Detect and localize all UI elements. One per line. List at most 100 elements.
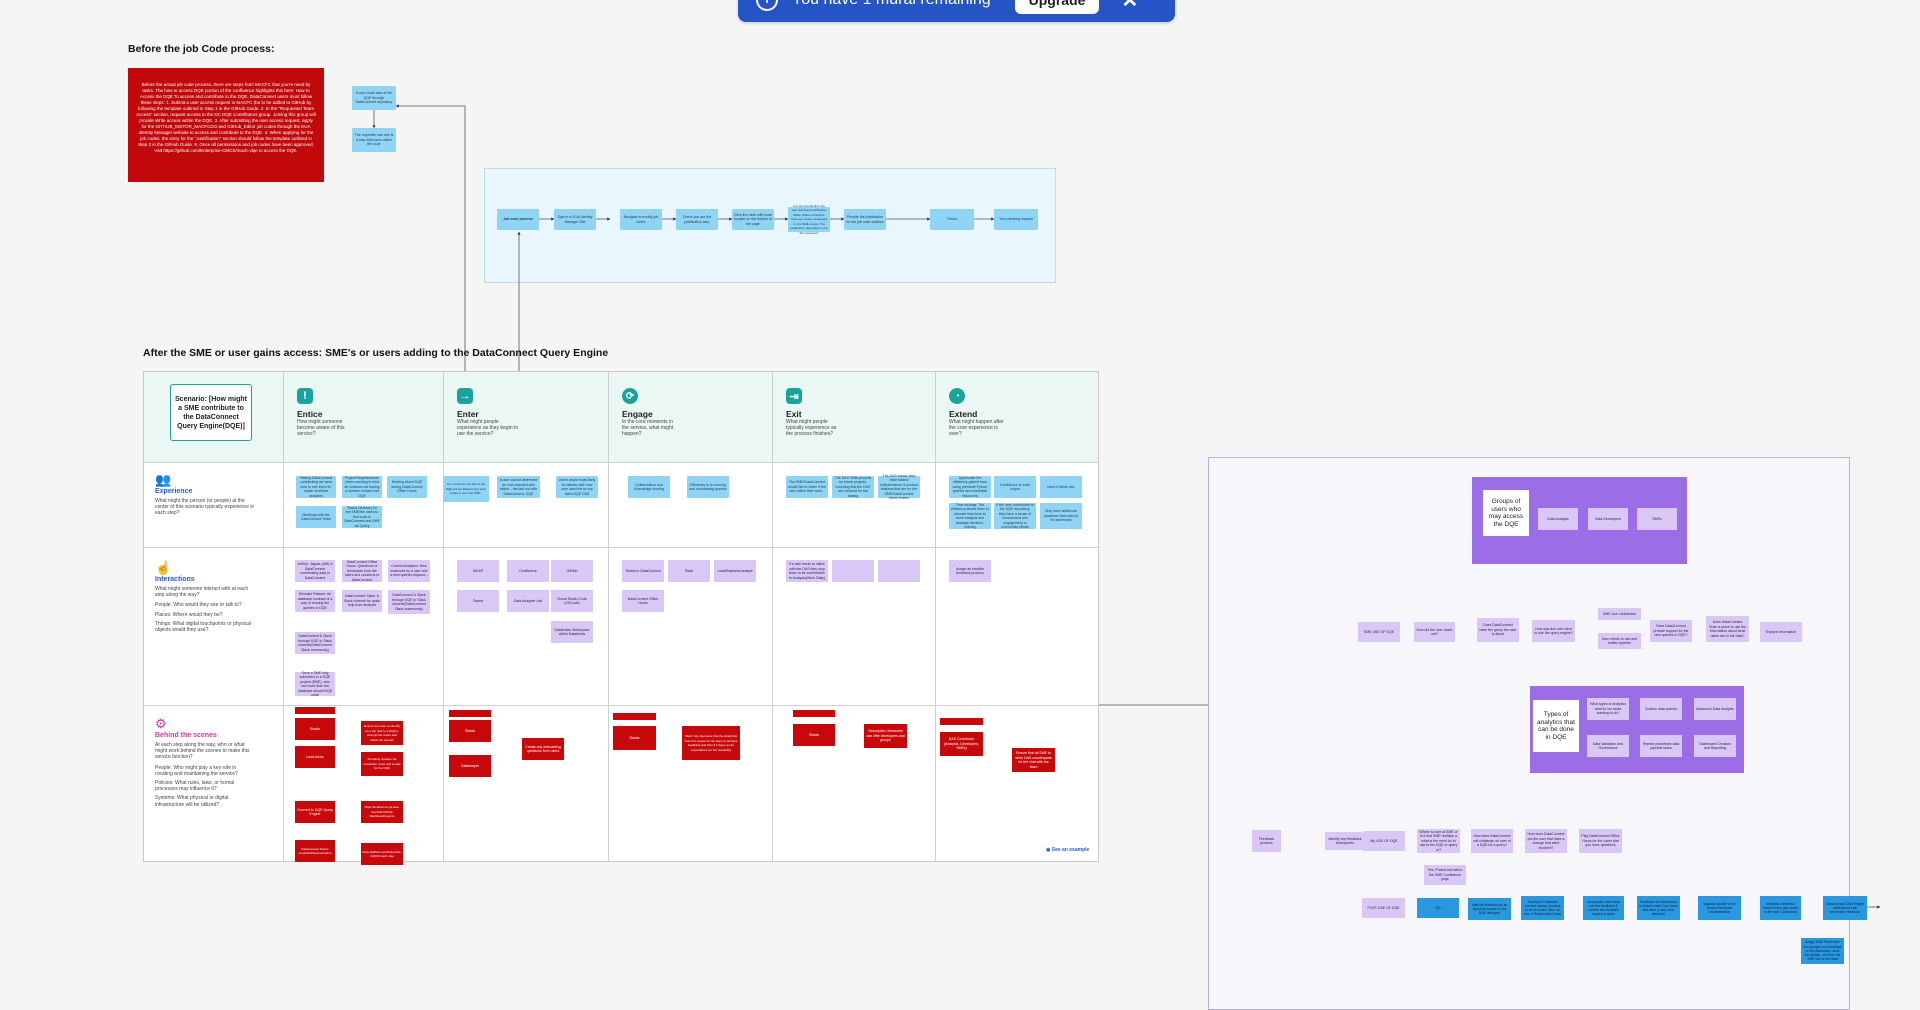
interaction-card[interactable]: Teams in DataConnect	[622, 560, 664, 582]
flow-navigate[interactable]: Navigate to modify job codes	[620, 209, 662, 230]
behind-header-card[interactable]	[613, 713, 656, 720]
behind-card[interactable]: Connect to DQE Query Engine	[295, 801, 335, 823]
behind-card[interactable]: Slacks	[295, 718, 335, 740]
interaction-card[interactable]: DataConnect & Slack through DQE to Slack…	[388, 590, 430, 614]
interaction-card[interactable]: DataConnect Slack: A Slack channel for q…	[342, 590, 382, 612]
flow-top-card[interactable]: Does DataConnect Team a place to use the…	[1706, 616, 1749, 642]
interaction-card[interactable]: Confluence	[507, 560, 549, 582]
flow-finish[interactable]: Finish	[930, 209, 974, 230]
interaction-card[interactable]: Teams	[457, 590, 499, 612]
experience-card[interactable]: If the user contributed to the DQE repos…	[994, 503, 1036, 529]
experience-card[interactable]: Collaboration and Knowledge sharing	[628, 476, 670, 498]
experience-card[interactable]: A user cannot determine an over-reached …	[497, 476, 540, 498]
behind-header-card[interactable]	[940, 718, 983, 725]
interaction-card[interactable]: Once a SME fully submitted to a DQE proj…	[295, 671, 335, 697]
experience-card[interactable]: Meetings with the DataConnect Team	[296, 506, 336, 528]
interaction-card[interactable]: Current Analyses: New instances by a use…	[388, 560, 430, 582]
flow-bottom-card[interactable]: Feedback and assistance to DataConnect h…	[1637, 896, 1680, 920]
interaction-card[interactable]: Databricks Workspace within Databricks	[551, 621, 593, 643]
group-item[interactable]: Data Developers	[1588, 508, 1628, 530]
group-item[interactable]: Data Analysts	[1538, 508, 1578, 530]
flow-bottom-card[interactable]: GD	[1417, 898, 1459, 918]
analytics-types-title[interactable]: Types of analytics that can be done in D…	[1533, 700, 1579, 752]
flow-mid-card[interactable]: Identify any feedback touchpoints	[1325, 832, 1365, 850]
behind-card[interactable]: DAS Contributor (Analysts, Developers, S…	[940, 732, 983, 756]
analytics-item[interactable]: Data Validation and Governance	[1587, 735, 1629, 757]
requester-card[interactable]: The requester can see is a step that use…	[352, 128, 396, 152]
flow-mid-card[interactable]: How does DataConnect will challenge an u…	[1471, 829, 1513, 853]
analytics-item[interactable]: Advanced Data Analysis	[1694, 698, 1736, 720]
experience-card[interactable]: Hearing about DQE during DataConnect Off…	[387, 476, 427, 498]
flow-bottom-card[interactable]: Incorporate users that use the feedback …	[1583, 896, 1624, 920]
behind-card[interactable]: Ensure that all SME to other DAS counter…	[1012, 748, 1055, 772]
experience-card[interactable]: Visiting DataConnect contributing we wer…	[296, 476, 336, 498]
user-start-card[interactable]: A user must start at the DQE through Dat…	[352, 86, 396, 110]
behind-card[interactable]: https://github.com/Enterprise-CMCS/macfc…	[361, 843, 403, 865]
see-example-link[interactable]: ◉ See an example	[1046, 847, 1089, 853]
flow-top-card[interactable]: How was the user went to use the query e…	[1532, 620, 1575, 642]
flow-top-card[interactable]: Does DataConnect provide support for the…	[1650, 620, 1692, 642]
interaction-card[interactable]	[832, 560, 874, 582]
behind-card[interactable]: Description: Measures can offer develope…	[864, 724, 907, 748]
behind-header-card[interactable]	[449, 710, 491, 717]
interaction-card[interactable]: GitHub	[551, 560, 593, 582]
interaction-card[interactable]: Visual Studio Code (VSCode)	[551, 590, 593, 612]
experience-card[interactable]: May have additional questions that need …	[1040, 503, 1082, 529]
interaction-card[interactable]: Data Analyzer Lab	[507, 590, 549, 612]
flow-top-card[interactable]: How did the user reach out?	[1414, 622, 1455, 642]
interaction-card[interactable]: It's user tends to utilize with the DAS …	[786, 560, 828, 582]
behind-card[interactable]: Slacks	[793, 724, 835, 746]
flow-click-radio[interactable]: Click the radio with code located on the…	[732, 209, 774, 230]
flow-bottom-card[interactable]: POST USE OF DQE	[1362, 898, 1405, 918]
behind-card[interactable]: Lead-times	[295, 746, 335, 768]
flow-bottom-card[interactable]: Assign SME Team team the changes and fee…	[1801, 938, 1844, 964]
flow-top-card[interactable]: User needs to use and written queries	[1598, 633, 1641, 649]
interaction-card[interactable]	[878, 560, 920, 582]
experience-card[interactable]: Idea of future use	[1040, 476, 1082, 498]
flow-bottom-card[interactable]: Deployed: Database connect access: proce…	[1521, 896, 1564, 920]
flow-fill-justification[interactable]: In a text format fill in the user and te…	[788, 204, 830, 235]
close-icon[interactable]: ✕	[1121, 0, 1139, 12]
interaction-card[interactable]: Lead/Business analyst	[714, 560, 756, 582]
behind-card[interactable]: Ensure the team to identify as a the tas…	[361, 721, 403, 745]
experience-card[interactable]: The SME/DataConnect would like to share …	[786, 476, 828, 498]
behind-card[interactable]: DataConnect Teams Analytics/Documentatio…	[295, 840, 335, 862]
behind-card[interactable]: Gatekeeper	[449, 755, 491, 777]
interaction-card[interactable]: Jeffrey: Jaguar (Jeff) A DataConnect con…	[295, 560, 335, 582]
experience-card[interactable]: Teams Directory for the SME/the users to…	[342, 506, 382, 528]
flow-mid-card[interactable]: How does DataConnect put the user that h…	[1525, 829, 1567, 853]
flow-mid-card[interactable]: Where is user at SME or is it that SME n…	[1417, 829, 1460, 853]
behind-card[interactable]: Providing updates via newsletter, team a…	[361, 752, 403, 776]
interaction-card[interactable]: DataConnect Office Hours: Questions or f…	[342, 560, 382, 582]
analytics-item[interactable]: Repeat predefined data pipeline tasks	[1640, 735, 1682, 757]
analytics-item[interactable]: What types of analytics need to run task…	[1587, 698, 1629, 720]
flow-bottom-card[interactable]: DataConnect Data Engine notifications he…	[1823, 896, 1867, 920]
flow-top-card[interactable]: Does DataConnect have the group the user…	[1477, 618, 1519, 642]
group-item[interactable]: SMEs	[1637, 508, 1677, 530]
user-groups-title[interactable]: Groups of users who may access the DQE	[1483, 490, 1529, 536]
flow-top-card[interactable]: SME USE OF DQE	[1358, 622, 1400, 642]
experience-card[interactable]: Users would most likely be familiar with…	[556, 476, 598, 498]
experience-card[interactable]: Efficiency in re-running and maintaining…	[687, 476, 729, 498]
upgrade-button[interactable]: Upgrade	[1014, 0, 1100, 14]
behind-card[interactable]: Slacks	[449, 720, 491, 742]
behind-card[interactable]: Slacks	[613, 726, 656, 750]
interaction-card[interactable]: MCAP	[457, 560, 499, 582]
flow-mid-card[interactable]: My USE OF DQE	[1363, 831, 1405, 851]
flow-pending[interactable]: Your pending request	[994, 209, 1038, 230]
experience-card[interactable]: As a result user are able to use DQE and…	[443, 476, 489, 502]
experience-card[interactable]: Appreciate the efficiency gained from us…	[949, 476, 991, 498]
behind-card[interactable]: Slack: Any discourse that the Analyzing …	[682, 726, 740, 760]
experience-card[interactable]: Project Requirements: Users needing to s…	[342, 476, 382, 498]
behind-card[interactable]: https://confluence.git.aws-dev/Admin/DQE…	[361, 801, 403, 823]
experience-card[interactable]: The DAS knows they have tasked independe…	[878, 474, 920, 500]
flow-sign-in[interactable]: Sign in to EUA Identity Manager Site	[554, 209, 596, 230]
flow-top-card[interactable]: SME Use contributes	[1598, 608, 1641, 620]
scenario-card[interactable]: Scenario: [How might a SME contribute to…	[170, 384, 252, 441]
flow-provide-justification[interactable]: Provide the justification for the job co…	[844, 209, 886, 230]
feedback-process[interactable]: Feedback process	[1252, 830, 1281, 852]
analytics-item[interactable]: Dashboard Creation and Reporting	[1694, 735, 1736, 757]
interaction-card[interactable]: Slack	[668, 560, 710, 582]
flow-bottom-card[interactable]: Workflow confirmed, DataConnect gets que…	[1760, 896, 1801, 920]
flow-mid-card[interactable]: Yes, Photos but talk to the SME Confluen…	[1424, 865, 1466, 885]
